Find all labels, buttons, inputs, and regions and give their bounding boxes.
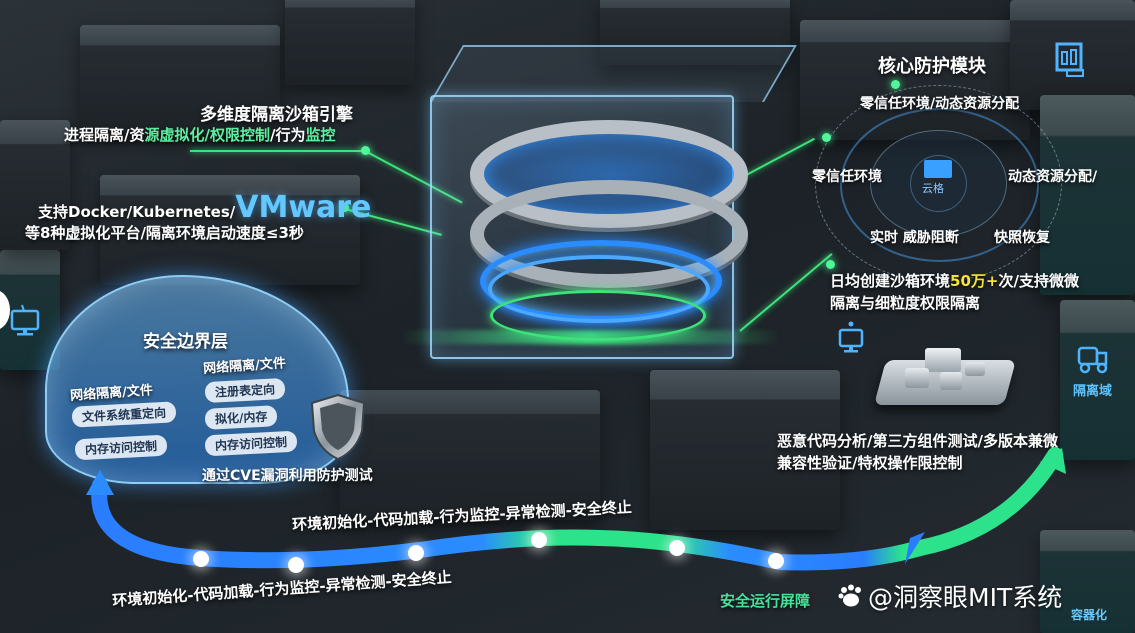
server-rack-icon	[1055, 42, 1084, 77]
bg-block	[80, 25, 280, 135]
connector-line	[739, 253, 833, 332]
paw-icon	[838, 584, 861, 607]
bg-block	[1060, 300, 1135, 460]
engine-subtitle-highlight: 源虚拟化/权限控制	[144, 126, 270, 144]
platforms-line2: 等8种虚拟化平台/隔离环境启动速度≤3秒	[25, 224, 304, 242]
core-module-left: 零信任环境	[812, 169, 882, 185]
connector-dot	[822, 133, 831, 142]
engine-subtitle-text: /行为	[269, 126, 306, 144]
shield-icon	[310, 393, 366, 461]
analysis-line1: 恶意代码分析/第三方组件测试/多版本兼微	[777, 432, 1058, 450]
bg-block	[1040, 530, 1135, 633]
engine-subtitle: 进程隔离/资源虚拟化/权限控制/行为监控	[64, 124, 335, 145]
core-module-bottom-left: 实时 威胁阻断	[870, 230, 959, 246]
truck-icon	[1077, 346, 1108, 374]
daily-stats-text: 次/支持微微	[998, 272, 1079, 290]
flow-node	[531, 532, 547, 548]
platforms-line1: 支持Docker/Kubernetes/VMware	[38, 190, 371, 225]
green-halo	[490, 290, 706, 341]
flow-node	[193, 551, 209, 567]
core-module-title: 核心防护模块	[878, 56, 986, 77]
connector-dot	[891, 80, 900, 89]
bg-block	[1010, 0, 1135, 110]
bg-block	[650, 370, 840, 530]
daily-stats-highlight: 50万+	[950, 272, 999, 290]
vmware-brand: VMware	[235, 190, 372, 225]
daily-stats-line1: 日均创建沙箱环境50万+次/支持微微	[830, 270, 1079, 291]
core-module-top: 零信任环境/动态资源分配	[860, 96, 1020, 112]
connector-dot	[361, 146, 370, 155]
connector-dot	[826, 260, 835, 269]
engine-subtitle-text: 进程隔离/资	[64, 126, 145, 144]
core-center-icon	[924, 160, 952, 178]
bg-block	[600, 0, 790, 65]
analysis-line2: 兼容性验证/特权操作限控制	[777, 454, 963, 472]
cve-note: 通过CVE漏洞利用防护测试	[202, 468, 373, 484]
white-disc	[0, 290, 10, 330]
bg-block	[0, 120, 70, 250]
safe-barrier-label: 安全运行屏障	[720, 592, 811, 610]
core-center-label: 云格	[922, 182, 944, 195]
cube-top-edge	[430, 45, 797, 102]
engine-subtitle-highlight: 监控	[305, 126, 336, 144]
watermark: @洞察眼MIT系统	[838, 578, 1062, 614]
daily-stats-text: 日均创建沙箱环境	[830, 272, 951, 290]
flow-node	[288, 557, 304, 573]
platforms-text: 支持Docker/Kubernetes/	[38, 203, 236, 221]
bg-block	[100, 175, 360, 285]
boundary-right-item: 注册表定向	[204, 377, 286, 404]
monitor-icon	[838, 321, 864, 353]
monitor-icon	[10, 304, 40, 336]
engine-title: 多维度隔离沙箱引擎	[200, 105, 353, 125]
watermark-text: @洞察眼MIT系统	[868, 583, 1063, 612]
core-module-bottom-right: 快照恢复	[994, 230, 1050, 246]
boundary-right-item: 拟化/内存	[204, 405, 278, 430]
daily-stats-line2: 隔离与细粒度权限隔离	[830, 294, 981, 312]
isolation-domain-label: 隔离域	[1073, 384, 1113, 399]
flow-node	[669, 540, 685, 556]
bg-block	[340, 390, 600, 520]
security-boundary-title: 安全边界层	[143, 332, 228, 352]
flow-node	[768, 553, 784, 569]
connector-dot	[340, 203, 349, 212]
connector-line	[190, 150, 365, 152]
containerization-label: 容器化	[1071, 608, 1108, 622]
flow-node	[408, 545, 424, 561]
bg-block	[285, 0, 415, 85]
core-module-right: 动态资源分配/	[1008, 169, 1098, 185]
